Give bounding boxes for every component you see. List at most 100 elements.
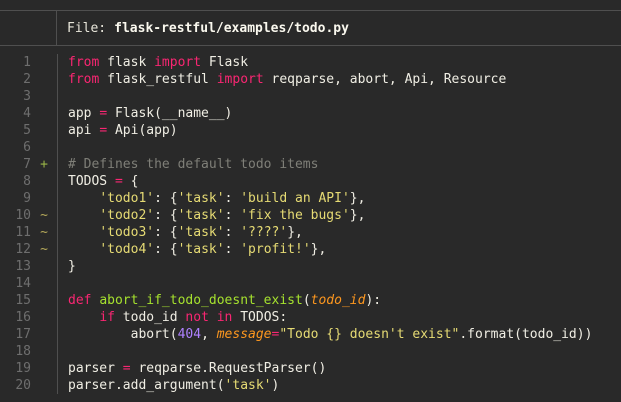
git-marker bbox=[31, 258, 57, 275]
code-text: 'todo2': {'task': 'fix the bugs'}, bbox=[57, 207, 365, 224]
line-number: 14 bbox=[15, 276, 31, 291]
token-pl: .format(todo_id)) bbox=[459, 327, 593, 342]
token-kw: import bbox=[154, 55, 202, 70]
code-line: 6 bbox=[0, 139, 621, 156]
token-pl: : bbox=[224, 191, 241, 206]
code-text: app = Flask(__name__) bbox=[57, 105, 232, 122]
token-str: 'todo3' bbox=[99, 225, 155, 240]
git-marker bbox=[31, 105, 57, 122]
line-number: 6 bbox=[23, 140, 31, 155]
token-str: 'task' bbox=[177, 225, 225, 240]
token-kw: from bbox=[68, 55, 100, 70]
top-border bbox=[0, 10, 621, 11]
code-line: 10~ 'todo2': {'task': 'fix the bugs'}, bbox=[0, 207, 621, 224]
code-text bbox=[57, 275, 68, 292]
git-marker bbox=[31, 292, 57, 309]
git-marker bbox=[31, 139, 57, 156]
token-kw: = bbox=[271, 327, 280, 342]
git-marker bbox=[31, 309, 57, 326]
git-marker bbox=[31, 326, 57, 343]
token-pl: }, bbox=[310, 242, 327, 257]
code-text: TODOS = { bbox=[57, 173, 138, 190]
token-pl: api bbox=[68, 123, 100, 138]
token-kw: not in bbox=[185, 310, 233, 325]
line-number: 18 bbox=[15, 344, 31, 359]
token-fn: abort_if_todo_doesnt_exist bbox=[99, 293, 303, 308]
code-line: 17 abort(404, message="Todo {} doesn't e… bbox=[0, 326, 621, 343]
token-kw: if bbox=[99, 310, 115, 325]
token-pl bbox=[68, 242, 99, 257]
code-text: parser.add_argument('task') bbox=[57, 377, 279, 394]
token-pl: reqparse.RequestParser() bbox=[130, 361, 327, 376]
code-text: from flask_restful import reqparse, abor… bbox=[57, 71, 506, 88]
token-pl bbox=[68, 191, 99, 206]
code-text: abort(404, message="Todo {} doesn't exis… bbox=[57, 326, 592, 343]
code-line: 18 bbox=[0, 343, 621, 360]
code-line: 8 TODOS = { bbox=[0, 173, 621, 190]
line-number: 20 bbox=[15, 378, 31, 393]
code-line: 11~ 'todo3': {'task': '????'}, bbox=[0, 224, 621, 241]
token-pl: ( bbox=[302, 293, 311, 308]
line-number: 13 bbox=[15, 259, 31, 274]
token-com: # Defines the default todo items bbox=[68, 157, 319, 172]
header-gutter bbox=[0, 11, 57, 45]
token-pl: TODOS: bbox=[232, 310, 288, 325]
token-pl: flask bbox=[99, 55, 155, 70]
token-pl: : bbox=[224, 225, 241, 240]
code-line: 20 parser.add_argument('task') bbox=[0, 377, 621, 394]
token-str: 'task' bbox=[177, 191, 225, 206]
token-pl: ): bbox=[365, 293, 382, 308]
token-pl: { bbox=[122, 174, 139, 189]
code-line: 16 if todo_id not in TODOS: bbox=[0, 309, 621, 326]
line-number: 17 bbox=[15, 327, 31, 342]
code-area: 1 from flask import Flask 2 from flask_rest… bbox=[0, 47, 621, 394]
token-pl: TODOS bbox=[68, 174, 115, 189]
token-pl: parser bbox=[68, 361, 123, 376]
line-number: 1 bbox=[23, 55, 31, 70]
code-text: 'todo3': {'task': '????'}, bbox=[57, 224, 303, 241]
line-number: 7 bbox=[23, 157, 31, 172]
token-pl: parser.add_argument( bbox=[68, 378, 225, 393]
code-text bbox=[57, 343, 68, 360]
token-pl: Api(app) bbox=[107, 123, 178, 138]
token-pl bbox=[68, 208, 99, 223]
code-line: 9 'todo1': {'task': 'build an API'}, bbox=[0, 190, 621, 207]
token-str: 'todo1' bbox=[99, 191, 155, 206]
git-added-marker: + bbox=[40, 157, 48, 172]
git-marker bbox=[31, 54, 57, 71]
token-pl: : { bbox=[154, 191, 178, 206]
token-str: 'task' bbox=[224, 378, 272, 393]
code-line: 2 from flask_restful import reqparse, abo… bbox=[0, 71, 621, 88]
token-pl: } bbox=[68, 259, 76, 274]
token-pl: }, bbox=[349, 191, 366, 206]
code-text: 'todo4': {'task': 'profit!'}, bbox=[57, 241, 326, 258]
code-text: 'todo1': {'task': 'build an API'}, bbox=[57, 190, 365, 207]
code-line: 7 + # Defines the default todo items bbox=[0, 156, 621, 173]
code-text: def abort_if_todo_doesnt_exist(todo_id): bbox=[57, 292, 381, 309]
line-number: 8 bbox=[23, 174, 31, 189]
token-pl: flask_restful bbox=[99, 72, 217, 87]
code-line: 1 from flask import Flask bbox=[0, 54, 621, 71]
line-number: 5 bbox=[23, 123, 31, 138]
file-label: File: bbox=[67, 20, 107, 36]
token-str: 'task' bbox=[177, 208, 225, 223]
token-pl: Flask bbox=[201, 55, 249, 70]
token-kw: = bbox=[114, 174, 123, 189]
git-modified-marker: ~ bbox=[40, 242, 48, 257]
token-pl bbox=[68, 225, 99, 240]
git-marker bbox=[31, 343, 57, 360]
token-pl: app bbox=[68, 106, 100, 121]
token-str: '????' bbox=[240, 225, 288, 240]
line-number: 10 bbox=[15, 208, 31, 223]
code-text: if todo_id not in TODOS: bbox=[57, 309, 287, 326]
token-pl: todo_id bbox=[114, 310, 186, 325]
code-text: from flask import Flask bbox=[57, 54, 248, 71]
token-str: 'profit!' bbox=[240, 242, 311, 257]
token-param: todo_id bbox=[310, 293, 366, 308]
file-path: flask-restful/examples/todo.py bbox=[114, 20, 349, 36]
file-header: File: flask-restful/examples/todo.py bbox=[0, 11, 621, 46]
file-title: File: flask-restful/examples/todo.py bbox=[57, 21, 349, 36]
line-number: 2 bbox=[23, 72, 31, 87]
code-text bbox=[57, 88, 68, 105]
